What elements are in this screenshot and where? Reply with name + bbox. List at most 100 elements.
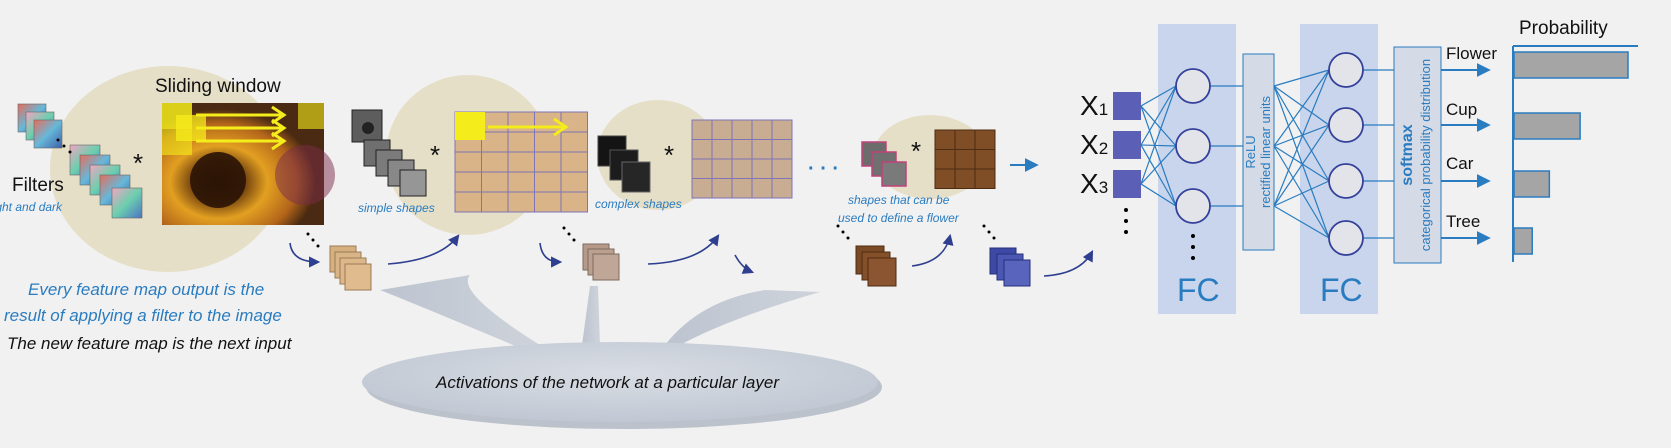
- probability-bars: [1513, 51, 1629, 255]
- connection-line: [1140, 85, 1177, 107]
- pointer-shape-left: [380, 275, 540, 350]
- fc2-node: [1328, 52, 1364, 88]
- relu-box: [1242, 53, 1275, 251]
- stage3-grid-cell: [711, 158, 733, 179]
- category-label-flower: Flower: [1446, 44, 1498, 63]
- stage4-grid-cell: [934, 168, 956, 189]
- stage3-grid-cell: [731, 119, 753, 140]
- connection-line: [1140, 85, 1177, 146]
- stage2-grid-cell: [481, 191, 509, 213]
- stage2-grid-cell: [534, 131, 562, 153]
- stage3-grid-cell: [691, 139, 713, 160]
- connection-line: [1273, 69, 1330, 87]
- input-square-1: [1113, 92, 1141, 120]
- stage3-grid-cell: [751, 119, 773, 140]
- connection-line: [1140, 183, 1177, 207]
- stage2-grid-cell: [481, 131, 509, 153]
- connection-line: [1273, 145, 1330, 239]
- stage3-grid-cell: [771, 119, 793, 140]
- activations-label: Activations of the network at a particul…: [436, 373, 779, 392]
- probability-title: Probability: [1519, 18, 1608, 39]
- stage4-grid-cell: [954, 149, 976, 170]
- fc1-node: [1175, 68, 1211, 104]
- note-line-1: Every feature map output is the: [28, 280, 265, 299]
- feature-map-output-4: [982, 224, 1031, 287]
- stage3-grid-cell: [711, 139, 733, 160]
- input-label-2: X2: [1080, 129, 1109, 160]
- connection-line: [1273, 85, 1330, 182]
- connection-line: [1273, 145, 1330, 182]
- input-square-2: [1113, 131, 1141, 159]
- connection-line: [1273, 85, 1330, 126]
- connection-line: [1273, 124, 1330, 147]
- note-line-2: result of applying a filter to the image: [4, 306, 282, 325]
- stage2-grid-cell: [507, 191, 535, 213]
- category-label-cup: Cup: [1446, 100, 1478, 119]
- stage3-grid-cell: [771, 139, 793, 160]
- connection-line: [1140, 144, 1177, 147]
- category-label-car: Car: [1446, 154, 1474, 173]
- connection-line: [1273, 124, 1330, 207]
- input-label-1: X1: [1080, 90, 1109, 121]
- stage3-grid-cell: [751, 158, 773, 179]
- input-square-3: [1113, 170, 1141, 198]
- feature-map-output-2: [562, 226, 620, 281]
- fc1-node: [1175, 188, 1211, 224]
- prob-bar-cup: [1513, 112, 1581, 140]
- filter-stack: [17, 103, 143, 219]
- fc-label-2: FC: [1320, 272, 1363, 308]
- stage2-grid-cell: [560, 151, 588, 173]
- note-line-3: The new feature map is the next input: [7, 334, 292, 353]
- stage4-grid-cell: [934, 149, 956, 170]
- stage3-grid-cell: [751, 139, 773, 160]
- stage2-grid-cell: [454, 171, 482, 193]
- stage2-label: simple shapes: [358, 201, 435, 215]
- connection-line: [1273, 85, 1330, 239]
- prob-bar-tree: [1513, 227, 1533, 255]
- stage4-label-line2: used to define a flower: [838, 211, 959, 225]
- stage2-grid-cell: [481, 111, 509, 133]
- stage4-operator: *: [911, 136, 922, 166]
- softmax-line1: softmax: [1399, 124, 1416, 186]
- pointer-shape-right: [665, 290, 820, 345]
- stage3-grid-cell: [731, 139, 753, 160]
- connection-line: [1140, 105, 1177, 147]
- stage4-grid-cell: [954, 168, 976, 189]
- stage2-grid-cell: [534, 151, 562, 173]
- softmax-box: [1393, 46, 1442, 264]
- stage3-grid-cell: [691, 119, 713, 140]
- stage2-grid-cell: [560, 131, 588, 153]
- fc2-node: [1328, 107, 1364, 143]
- stage1-operator: *: [133, 148, 144, 178]
- relu-label: ReLU rectified linear units: [1243, 96, 1273, 208]
- connection-line: [1140, 145, 1177, 185]
- category-label-tree: Tree: [1446, 212, 1481, 231]
- stage3-label: complex shapes: [595, 197, 682, 211]
- connection-line: [1140, 85, 1177, 185]
- stage2-grid-cell: [507, 131, 535, 153]
- connection-line: [1273, 180, 1330, 207]
- stage3-grid-cell: [771, 178, 793, 199]
- stage3-grid: [691, 119, 793, 199]
- sliding-window-label: Sliding window: [155, 76, 281, 97]
- stage2-grid-cell: [534, 171, 562, 193]
- stage4-grid-cell: [974, 149, 996, 170]
- connection-line: [1273, 205, 1330, 239]
- fc1-node: [1175, 128, 1211, 164]
- prob-bar-car: [1513, 170, 1551, 198]
- stage3-grid-cell: [731, 178, 753, 199]
- relu-line2: rectified linear units: [1258, 96, 1273, 208]
- output-arrows: [1441, 63, 1491, 245]
- fc2-node: [1328, 220, 1364, 256]
- connection-line: [1140, 105, 1177, 207]
- stage3-grid-cell: [711, 178, 733, 199]
- stage2-input-stack: [351, 109, 427, 197]
- prob-bar-flower: [1513, 51, 1629, 79]
- connection-line: [1273, 69, 1330, 147]
- stage4-grid: [934, 129, 996, 189]
- fc2-node: [1328, 163, 1364, 199]
- filters-sublabel: light and dark: [0, 200, 63, 214]
- stage2-grid-cell: [481, 151, 509, 173]
